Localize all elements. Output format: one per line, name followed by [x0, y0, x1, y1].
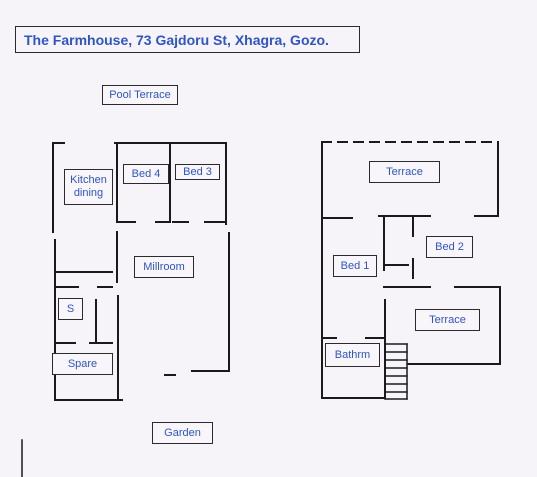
label-pool-terrace: Pool Terrace — [102, 85, 178, 105]
ground-floor-walls — [52, 142, 230, 401]
label-bed-4: Bed 4 — [123, 164, 169, 184]
label-spare: Spare — [52, 353, 113, 375]
label-terrace-top: Terrace — [369, 161, 440, 183]
label-bed-3: Bed 3 — [175, 164, 220, 180]
label-millroom: Millroom — [134, 256, 194, 278]
page-title: The Farmhouse, 73 Gajdoru St, Xhagra, Go… — [15, 26, 360, 53]
label-bed-1: Bed 1 — [333, 255, 377, 277]
label-kitchen-dining: Kitchen dining — [64, 169, 113, 205]
label-s: S — [58, 298, 83, 320]
stairs — [384, 343, 408, 400]
label-garden: Garden — [152, 422, 213, 444]
first-floor-walls — [321, 141, 501, 399]
label-terrace-mid: Terrace — [415, 309, 480, 331]
label-bathrm: Bathrm — [325, 343, 380, 367]
label-bed-2: Bed 2 — [426, 236, 473, 258]
